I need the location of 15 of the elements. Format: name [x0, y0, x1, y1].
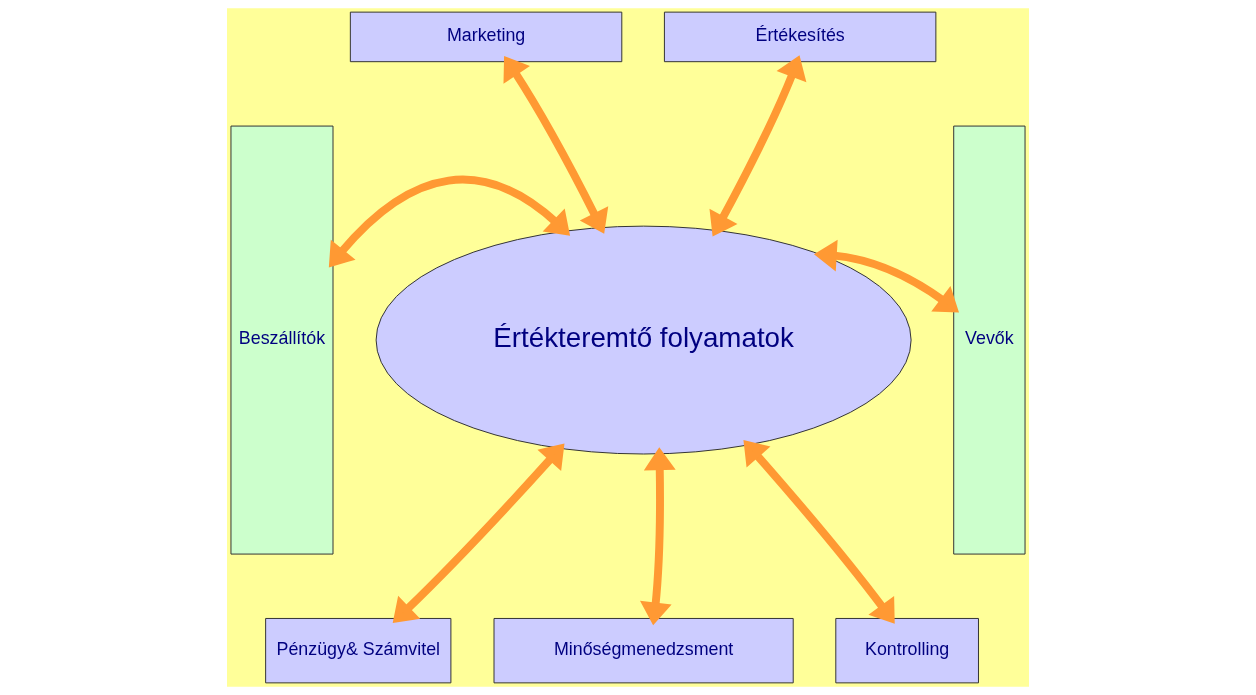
- arrow: [640, 447, 676, 626]
- arrow: [503, 56, 609, 234]
- node-box: Kontrolling: [835, 617, 979, 684]
- arrow: [328, 175, 571, 268]
- node-box: Értékesítés: [663, 11, 937, 63]
- node-box: Marketing: [349, 11, 623, 63]
- arrow: [743, 439, 895, 624]
- node-ellipse: Értékteremtő folyamatok: [375, 225, 912, 455]
- node-box: Minőségmenedzsment: [493, 617, 794, 684]
- arrow: [813, 239, 959, 313]
- node-box: Beszállítók: [230, 125, 334, 555]
- arrow: [392, 443, 565, 624]
- node-box: Pénzügy& Számvitel: [265, 617, 452, 684]
- arrow: [709, 55, 807, 237]
- node-box: Vevők: [953, 125, 1026, 555]
